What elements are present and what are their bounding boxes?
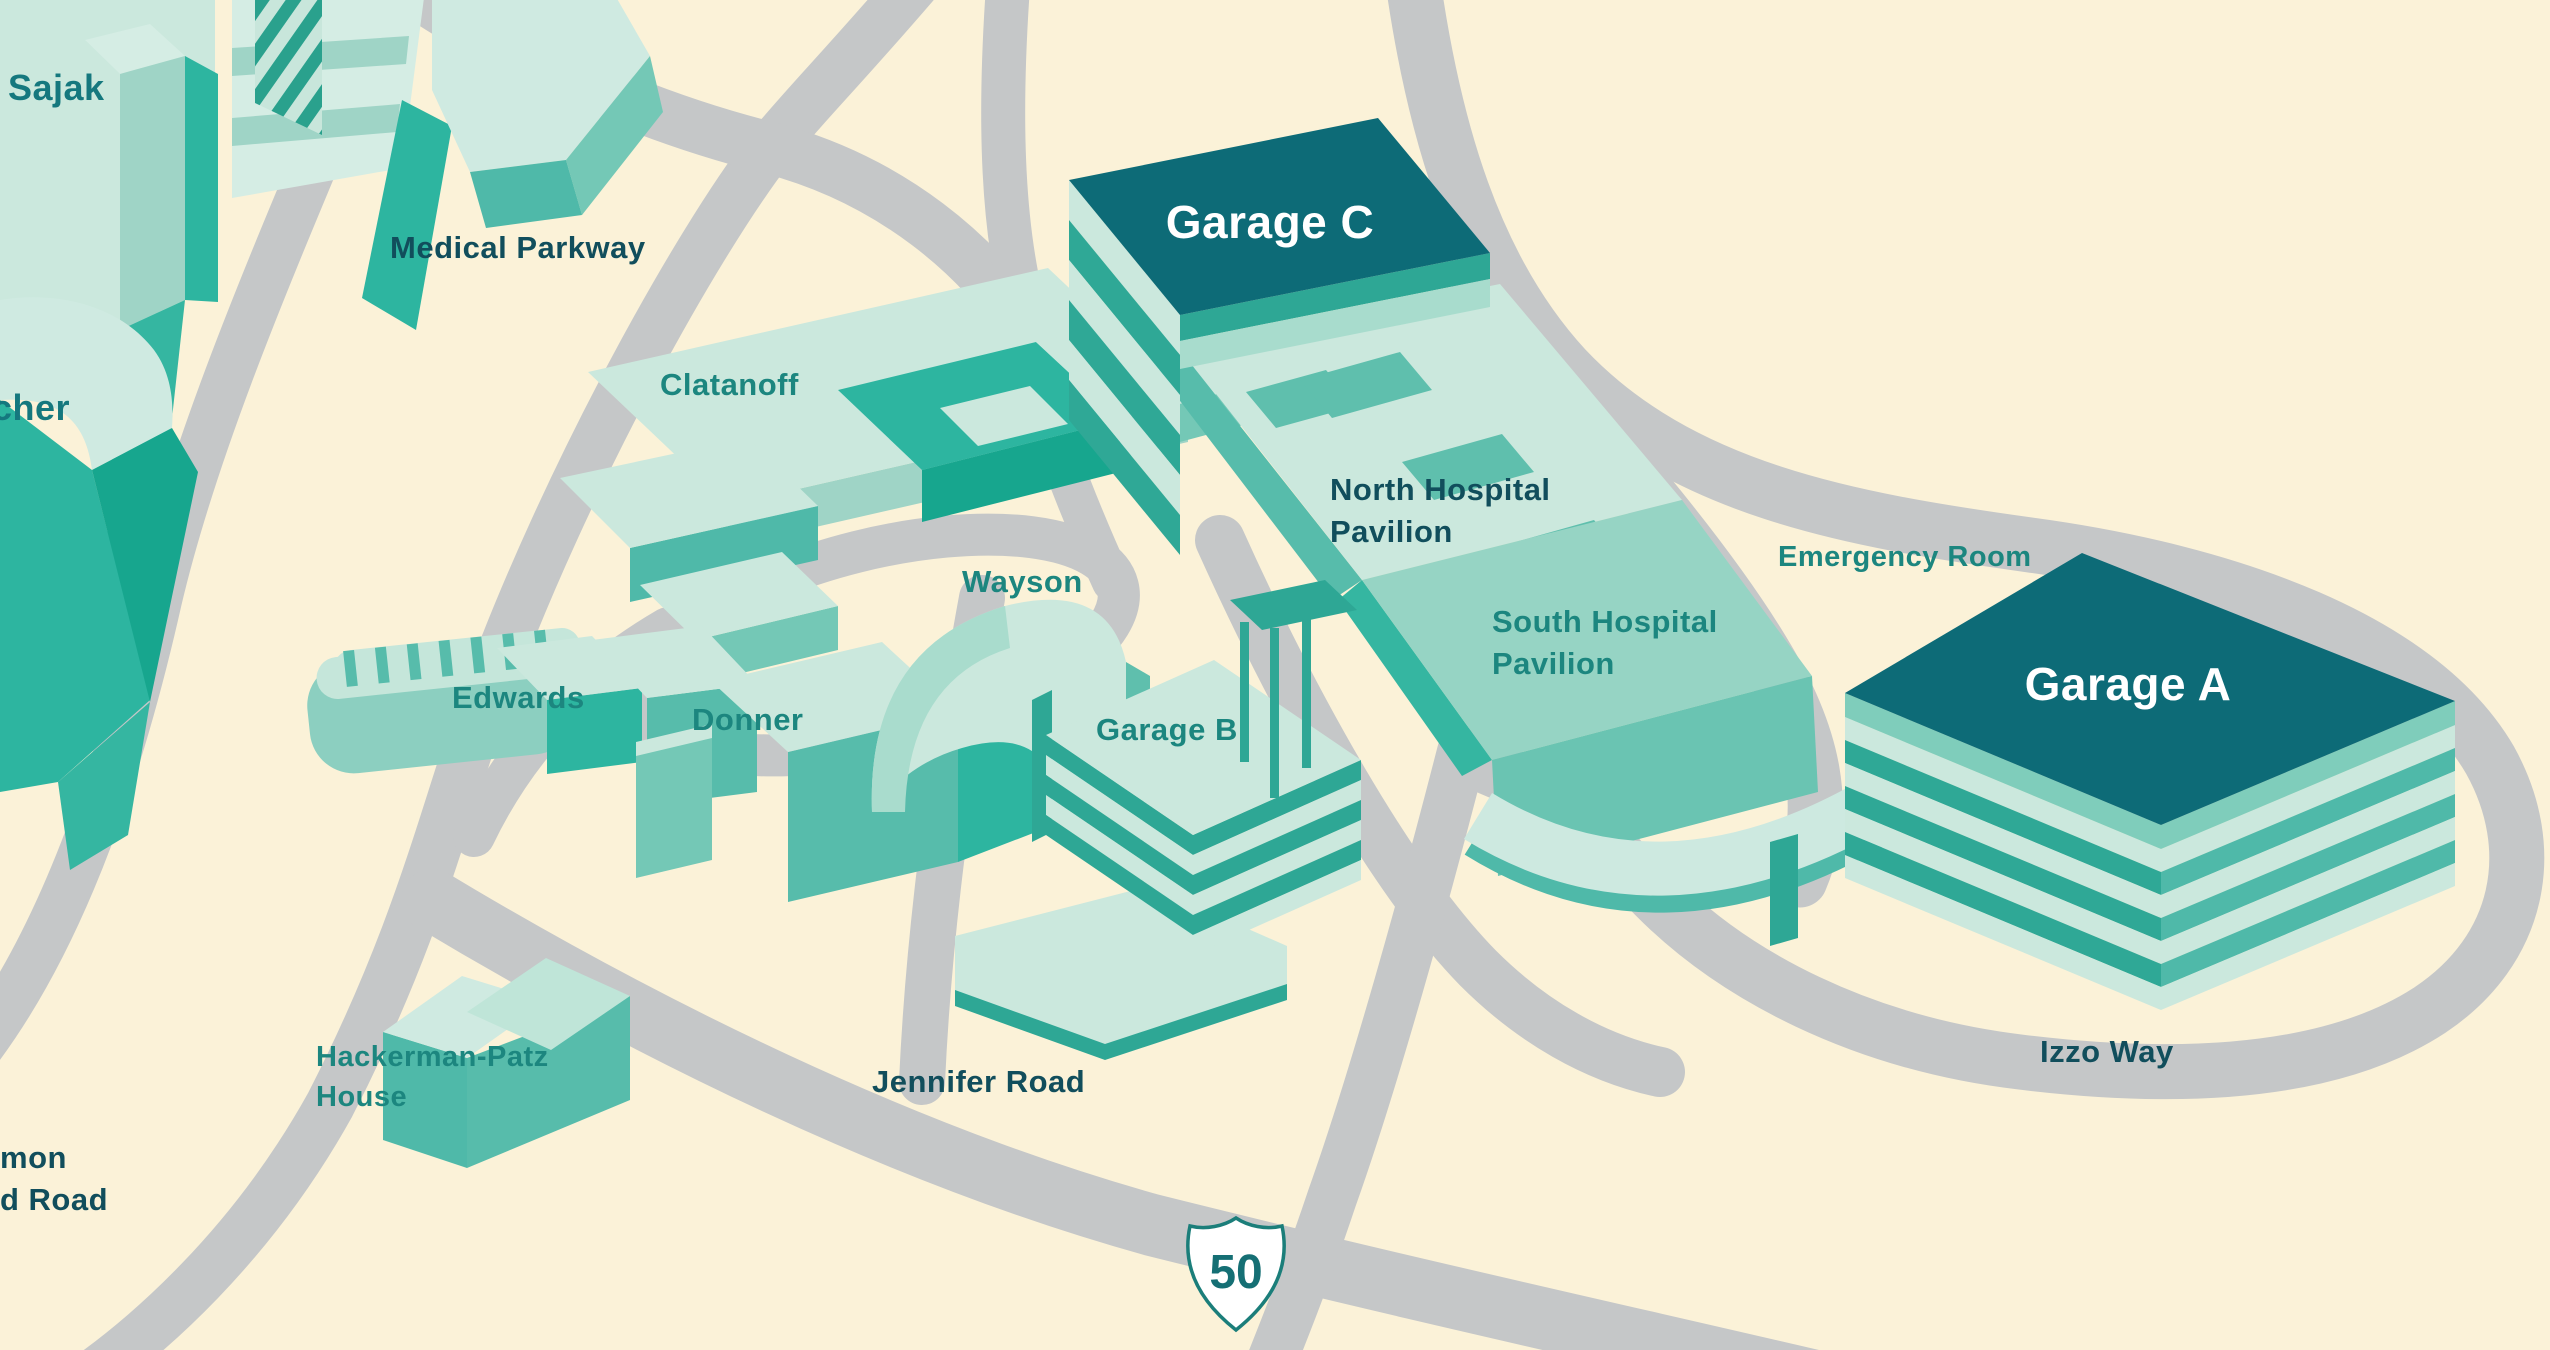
label-garage-c: Garage C <box>1166 196 1375 248</box>
curved-wing <box>1463 782 1884 896</box>
label-north-hospital-1: North Hospital <box>1330 472 1551 507</box>
parking-deck-stripe <box>2161 794 2455 941</box>
label-emergency-room: Emergency Room <box>1778 541 2032 573</box>
road-label-solomons-1: mon <box>0 1140 67 1175</box>
route-shield-number: 50 <box>1209 1246 1262 1299</box>
label-south-hospital-1: South Hospital <box>1492 604 1718 639</box>
label-wayson: Wayson <box>962 564 1083 599</box>
parking-deck-stripe <box>1193 820 1361 915</box>
route-shield-outline <box>1186 1215 1286 1333</box>
road-label-solomons-2: d Road <box>0 1182 108 1217</box>
parking-deck-stripe <box>1046 795 1193 915</box>
south-pavilion-roof <box>1362 500 1812 760</box>
striped-footbridge <box>343 628 564 687</box>
parking-deck-stripe <box>1069 300 1180 475</box>
road-label-jennifer: Jennifer Road <box>872 1064 1085 1099</box>
label-clatanoff: Clatanoff <box>660 367 799 402</box>
road-label-izzo-way: Izzo Way <box>2040 1034 2174 1069</box>
sajak-belcher-complex <box>0 0 663 870</box>
canopy-structure <box>1230 580 1357 798</box>
label-belcher-partial: cher <box>0 387 70 428</box>
parking-deck-stripe <box>1845 740 2161 895</box>
parking-deck-stripe <box>1069 340 1180 515</box>
edwards-building <box>307 626 757 806</box>
road-campus-east <box>1195 515 1685 1097</box>
parking-deck-stripe <box>2161 771 2455 918</box>
parking-deck-stripe <box>2161 725 2455 872</box>
parking-deck-stripe <box>1845 717 2161 872</box>
parking-deck-stripe <box>1193 760 1361 855</box>
road-label-medical-parkway: Medical Parkway <box>390 230 646 265</box>
label-north-hospital-2: Pavilion <box>1330 514 1453 549</box>
garage-a-building <box>1845 553 2455 1010</box>
parking-deck-stripe <box>1046 755 1193 875</box>
label-hackerman-2: House <box>316 1081 407 1113</box>
label-south-hospital-2: Pavilion <box>1492 646 1615 681</box>
parking-deck-stripe <box>1193 800 1361 895</box>
parking-deck-stripe <box>1845 809 2161 964</box>
label-garage-a: Garage A <box>2025 658 2232 710</box>
parking-deck-stripe <box>1193 840 1361 935</box>
parking-deck-stripe <box>1046 815 1193 935</box>
garage-b-building <box>1046 660 1361 955</box>
parking-deck-stripe <box>1046 735 1193 855</box>
parking-deck-stripe <box>1069 260 1180 435</box>
parking-deck-stripe <box>1046 775 1193 895</box>
road-route50 <box>1249 727 1487 1350</box>
north-pavilion-roof <box>1180 284 1682 580</box>
hospital-pavilion <box>1158 284 1887 946</box>
label-sajak: Sajak <box>8 67 105 108</box>
parking-deck-stripe <box>1845 832 2161 987</box>
label-donner: Donner <box>692 702 804 737</box>
label-hackerman-1: Hackerman-Patz <box>316 1041 549 1073</box>
garage-c-roof <box>1069 118 1490 315</box>
parking-deck-stripe <box>1193 780 1361 875</box>
parking-deck-stripe <box>1845 786 2161 941</box>
parking-deck-stripe <box>1069 180 1180 355</box>
parking-deck-stripe <box>2161 817 2455 964</box>
parking-deck-stripe <box>1845 763 2161 918</box>
parking-deck-stripe <box>1845 855 2161 1010</box>
parking-deck-stripe <box>1069 220 1180 395</box>
garage-a-roof <box>1845 553 2455 825</box>
parking-deck-stripe <box>2161 863 2455 1010</box>
map-labels: Sajak cher Medical Parkway Clatanoff Gar… <box>0 67 2231 1217</box>
parking-deck-stripe <box>2161 840 2455 987</box>
route-50-shield: 50 <box>1186 1215 1286 1333</box>
label-edwards: Edwards <box>452 680 585 715</box>
belcher-building-roof <box>0 297 173 470</box>
parking-deck-stripe <box>1069 380 1180 555</box>
parking-deck-stripe <box>2161 748 2455 895</box>
garage-c-building <box>1069 118 1490 555</box>
hackerman-patz-house <box>383 958 630 1168</box>
parking-deck-stripe <box>1193 860 1361 955</box>
road-jennifer <box>401 869 1820 1350</box>
label-garage-b: Garage B <box>1096 712 1238 747</box>
striped-tower <box>255 0 322 135</box>
